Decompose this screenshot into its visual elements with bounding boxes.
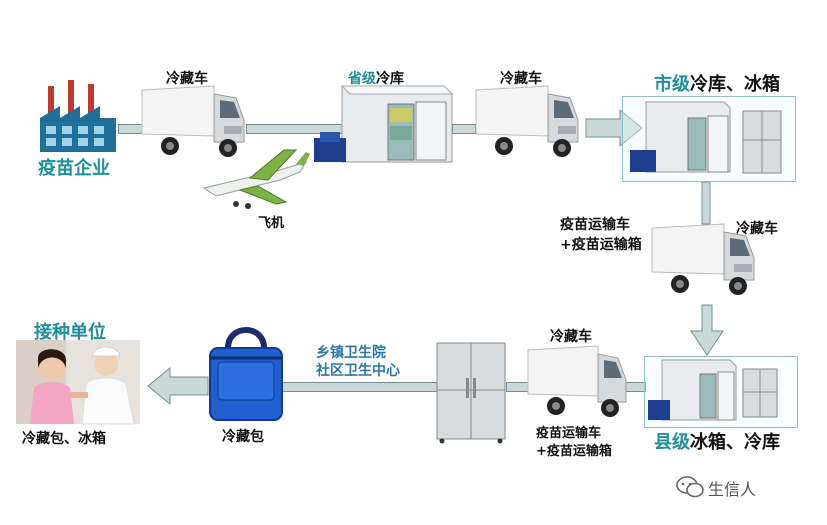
flow-arrow-to-city <box>585 108 643 148</box>
wechat-icon <box>676 476 704 498</box>
transport-label-line2: +疫苗运输箱 <box>560 237 642 253</box>
truck1-label: 冷藏车 <box>166 71 208 87</box>
truck-icon <box>651 223 755 295</box>
cold-store-icon <box>314 85 454 163</box>
county-suffix: 冰箱、冷库 <box>690 432 780 453</box>
truck-icon <box>475 85 579 157</box>
factory-icon <box>40 80 116 152</box>
truck4-label: 冷藏车 <box>550 329 592 345</box>
truck2-label: 冷藏车 <box>500 71 542 87</box>
fridge-icon <box>436 342 506 444</box>
factory-label: 疫苗企业 <box>38 158 110 179</box>
flow-arrow-down-2 <box>690 304 724 356</box>
truck-icon <box>141 85 245 157</box>
truck-icon <box>527 345 627 417</box>
city-label: 市级冷库、冰箱 <box>654 70 780 96</box>
flow-line-fridge-bag <box>282 382 438 392</box>
site-bottom-label: 冷藏包、冰箱 <box>22 431 106 447</box>
province-suffix: 冷库 <box>376 71 404 87</box>
province-label: 省级冷库 <box>348 68 404 88</box>
airplane-icon <box>202 149 310 209</box>
county-label: 县级冰箱、冷库 <box>654 428 780 454</box>
watermark-text: 生信人 <box>708 480 757 499</box>
truck3-label: 冷藏车 <box>736 221 778 237</box>
fridge-icon <box>742 110 782 174</box>
site-title: 接种单位 <box>34 322 106 343</box>
vaccination-photo <box>16 340 140 425</box>
township-label-line2: 社区卫生中心 <box>316 363 400 379</box>
cool-bag-icon <box>209 327 283 421</box>
township-label-line1: 乡镇卫生院 <box>316 345 386 361</box>
transport-label-line1: 疫苗运输车 <box>560 217 630 233</box>
county-prefix: 县级 <box>654 432 690 453</box>
flow-arrow-down-1 <box>701 181 711 225</box>
coolbag-label: 冷藏包 <box>222 429 264 445</box>
cold-store-icon <box>630 101 731 173</box>
cold-store-icon <box>648 359 737 421</box>
flow-arrow-to-site <box>147 366 209 406</box>
city-suffix: 冷库、冰箱 <box>690 74 780 95</box>
city-prefix: 市级 <box>654 74 690 95</box>
transport2-label-line1: 疫苗运输车 <box>536 426 602 441</box>
province-prefix: 省级 <box>348 71 376 87</box>
transport2-label-line2: +疫苗运输箱 <box>536 444 612 459</box>
plane-label: 飞机 <box>258 216 285 231</box>
flow-line-province-truck <box>452 124 476 134</box>
fridge-icon <box>742 368 778 418</box>
